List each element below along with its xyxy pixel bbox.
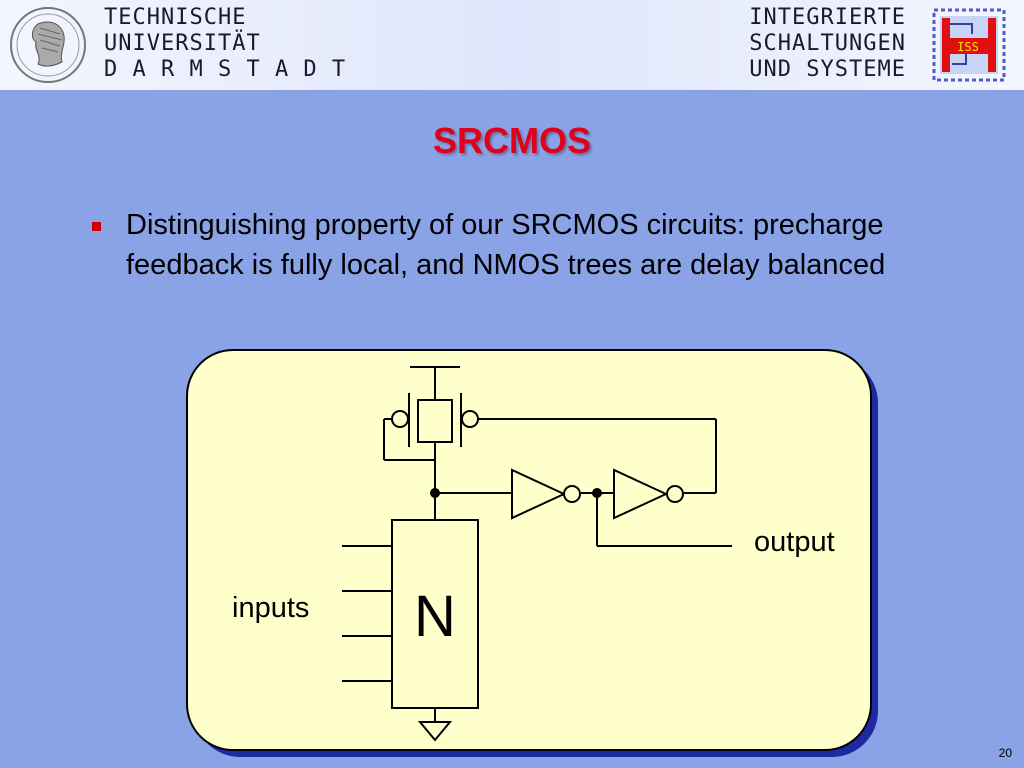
diagram-panel — [186, 349, 872, 751]
iss-logo-icon: ISS — [932, 8, 1006, 82]
institute-name-line-2: SCHALTUNGEN — [749, 31, 906, 56]
university-name-line-3: D A R M S T A D T — [104, 57, 347, 82]
pmos-gate-bubble-right — [461, 410, 479, 428]
pmos-gate-bubble-left — [391, 410, 409, 428]
inverter-1-bubble — [563, 485, 581, 503]
slide-header: TECHNISCHE UNIVERSITÄT D A R M S T A D T… — [0, 0, 1024, 90]
nmos-block-label: N — [414, 584, 456, 649]
output-label: output — [754, 526, 835, 558]
bullet-text: Distinguishing property of our SRCMOS ci… — [126, 209, 886, 281]
university-name-line-2: UNIVERSITÄT — [104, 31, 261, 56]
ground-icon — [417, 721, 453, 742]
institute-name-line-3: UND SYSTEME — [749, 57, 906, 82]
junction-dot-dynamic-node — [430, 488, 440, 498]
inverter-1 — [511, 468, 567, 520]
institute-name-line-1: INTEGRIERTE — [749, 5, 906, 30]
nmos-tree-block — [391, 519, 479, 709]
circuit-wires — [342, 366, 732, 722]
panel-shadow — [194, 357, 878, 757]
university-seal-icon — [10, 7, 86, 83]
slide-title: SRCMOS — [432, 120, 591, 161]
inputs-label: inputs — [232, 592, 309, 624]
junction-dot-output — [592, 488, 602, 498]
inverter-2-bubble — [666, 485, 684, 503]
iss-logo-text: ISS — [957, 40, 979, 54]
page-number: 20 — [998, 746, 1012, 760]
university-name-line-1: TECHNISCHE — [104, 5, 247, 30]
university-name: TECHNISCHE UNIVERSITÄT D A R M S T A D T — [104, 5, 346, 83]
institute-name: INTEGRIERTE SCHALTUNGEN UND SYSTEME — [749, 5, 906, 83]
inverter-2 — [613, 468, 669, 520]
bullet-marker — [92, 222, 101, 231]
